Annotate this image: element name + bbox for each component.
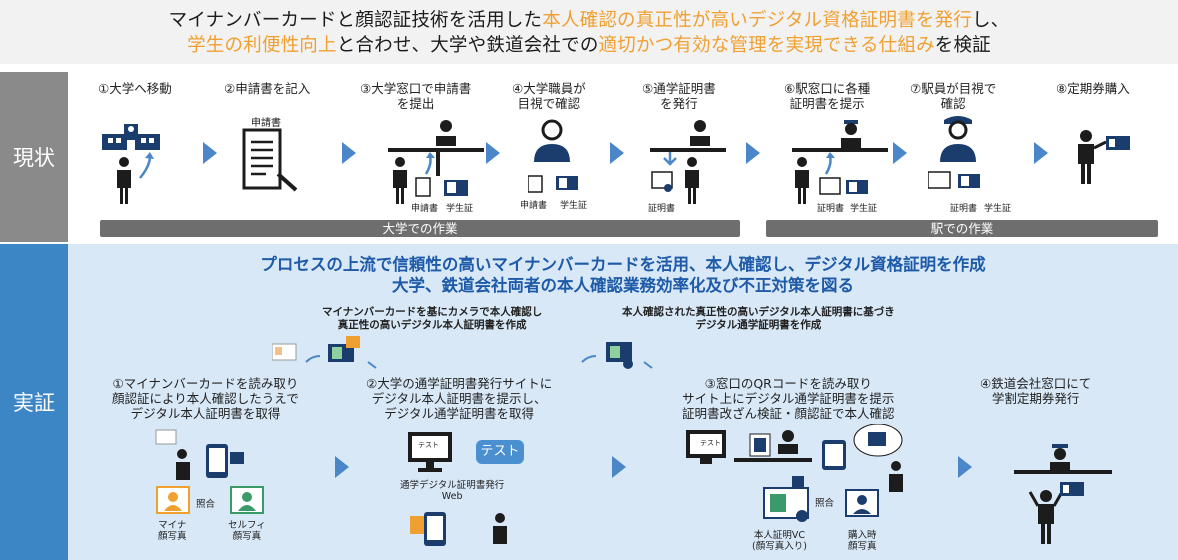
current-step-7-label: ⑦駅員が目視で 確認	[910, 81, 997, 111]
selfie-photo-icon	[230, 486, 264, 514]
step3-doc-label: 申請書	[411, 204, 439, 214]
application-form-label: 申請書	[251, 118, 281, 129]
demo-step-1: ①マイナンバーカードを読み取り 顔認証により本人確認したうえで デジタル本人証明…	[112, 376, 299, 421]
mynumber-photo-label: マイナ 顔写真	[158, 520, 187, 542]
demo-step-4: ④鉄道会社窓口にて 学割定期券発行	[980, 376, 1092, 406]
face-verify-icon	[822, 424, 903, 492]
flow-arrow-1	[203, 142, 217, 164]
current-step-2-label: ②申請書を記入	[224, 81, 311, 96]
hdr2-segment: 適切かつ有効な管理を実現できる仕組み	[598, 35, 935, 56]
step4-doc-label: 申請書	[520, 201, 548, 211]
flow-arrow-2	[342, 142, 356, 164]
demo-step-2: ②大学の通学証明書発行サイトに デジタル本人証明書を提示し、 デジタル通学証明書…	[366, 376, 553, 421]
vc-label: 本人証明VC (顔写真入り)	[752, 530, 807, 552]
current-step-5-label: ⑤通学証明書 を発行	[642, 81, 716, 111]
current-step-6-label: ⑥駅窓口に各種 証明書を提示	[784, 81, 871, 111]
current-step-3-label: ③大学窓口で申請書 を提出	[360, 81, 472, 111]
current-step-4-label: ④大学職員が 目視で確認	[512, 81, 586, 111]
step6-cert-label: 証明書	[817, 204, 845, 214]
counter-screen-text: テスト	[700, 439, 721, 447]
hdr1-segment: 本人確認の真正性が高いデジタル資格証明書を発行	[542, 10, 972, 31]
flow-arrow-7	[1034, 142, 1048, 164]
station-work-bar: 駅での作業	[766, 220, 1158, 237]
phone-reading-card-icon	[155, 429, 244, 480]
flow-arrow-6	[893, 142, 907, 164]
step4-card-label: 学生証	[560, 201, 588, 211]
demo-headline-1: プロセスの上流で信頼性の高いマイナンバーカードを活用、本人確認し、デジタル資格証…	[260, 255, 986, 274]
flow-arrow-3	[486, 142, 500, 164]
university-work-bar: 大学での作業	[100, 220, 740, 237]
step7-card-label: 学生証	[984, 204, 1012, 214]
certificate-issue-icon	[650, 120, 726, 204]
current-step-8-label: ⑧定期券購入	[1056, 81, 1130, 96]
match-label-2: 照合	[815, 498, 835, 509]
hdr1-segment: マイナンバーカードと顔認証技術を活用した	[168, 10, 543, 31]
flow-arrow-5	[746, 142, 760, 164]
application-form-icon	[242, 128, 298, 192]
hdr2-segment: と合わせ、大学や鉄道会社での	[336, 35, 599, 56]
hdr2-segment: 学生の利便性向上	[187, 35, 337, 56]
counter-qr-icon	[686, 430, 812, 464]
station-staff-icon	[928, 116, 980, 189]
monitor-screen-text: テスト	[418, 441, 439, 449]
flow-arrow-4	[610, 142, 624, 164]
certificate-to-commute-icon	[581, 342, 653, 369]
demo-flow-arrow-3	[958, 456, 972, 478]
hdr2-segment: を検証	[934, 35, 991, 56]
demo-sub-left: マイナンバーカードを基にカメラで本人確認し 真正性の高いデジタル本人証明書を作成	[322, 306, 543, 331]
selfie-photo-label: セルフィ 顔写真	[228, 520, 266, 542]
step3-card-label: 学生証	[446, 204, 474, 214]
title-line-2: 学生の利便性向上と合わせ、大学や鉄道会社での適切かつ有効な管理を実現できる仕組み…	[0, 33, 1178, 58]
step5-cert-label: 証明書	[648, 204, 676, 214]
railway-counter-icon	[1014, 444, 1112, 544]
demo-flow-arrow-2	[612, 456, 626, 478]
step7-cert-label: 証明書	[950, 204, 978, 214]
page-title: マイナンバーカードと顔認証技術を活用した本人確認の真正性が高いデジタル資格証明書…	[0, 0, 1178, 64]
demo-step-3: ③窓口のQRコードを読み取り サイト上にデジタル通学証明書を提示 証明書改ざん検…	[682, 376, 895, 421]
ticket-purchase-icon	[1078, 130, 1130, 184]
demo-headline-2: 大学、鉄道会社両者の本人確認業務効率化及び不正対策を図る	[392, 276, 854, 295]
card-to-certificate-icon	[272, 336, 377, 369]
current-step-1-label: ①大学へ移動	[98, 81, 172, 96]
station-counter-icon	[792, 120, 888, 204]
current-state-label: 現状	[0, 72, 68, 242]
university-building-icon	[102, 124, 160, 204]
vc-match-icon	[763, 476, 879, 522]
purchase-photo-label: 購入時 顔写真	[848, 530, 877, 552]
demo-sub-right: 本人確認された真正性の高いデジタル本人証明書に基づき デジタル通学証明書を作成	[622, 306, 895, 331]
hdr1-segment: し、	[971, 10, 1010, 31]
university-counter-icon	[388, 120, 484, 204]
phone-certificates-icon	[410, 512, 507, 546]
test-database-pill: テスト	[476, 440, 524, 464]
mynumber-photo-icon	[156, 486, 190, 514]
commute-web-label: 通学デジタル証明書発行 Web	[400, 480, 505, 502]
match-label-1: 照合	[196, 499, 216, 510]
step6-card-label: 学生証	[850, 204, 878, 214]
demo-flow-arrow-1	[335, 456, 349, 478]
title-line-1: マイナンバーカードと顔認証技術を活用した本人確認の真正性が高いデジタル資格証明書…	[0, 8, 1178, 33]
university-staff-icon	[528, 119, 578, 193]
demonstration-label: 実証	[0, 244, 68, 560]
monitor-icon	[408, 432, 452, 472]
